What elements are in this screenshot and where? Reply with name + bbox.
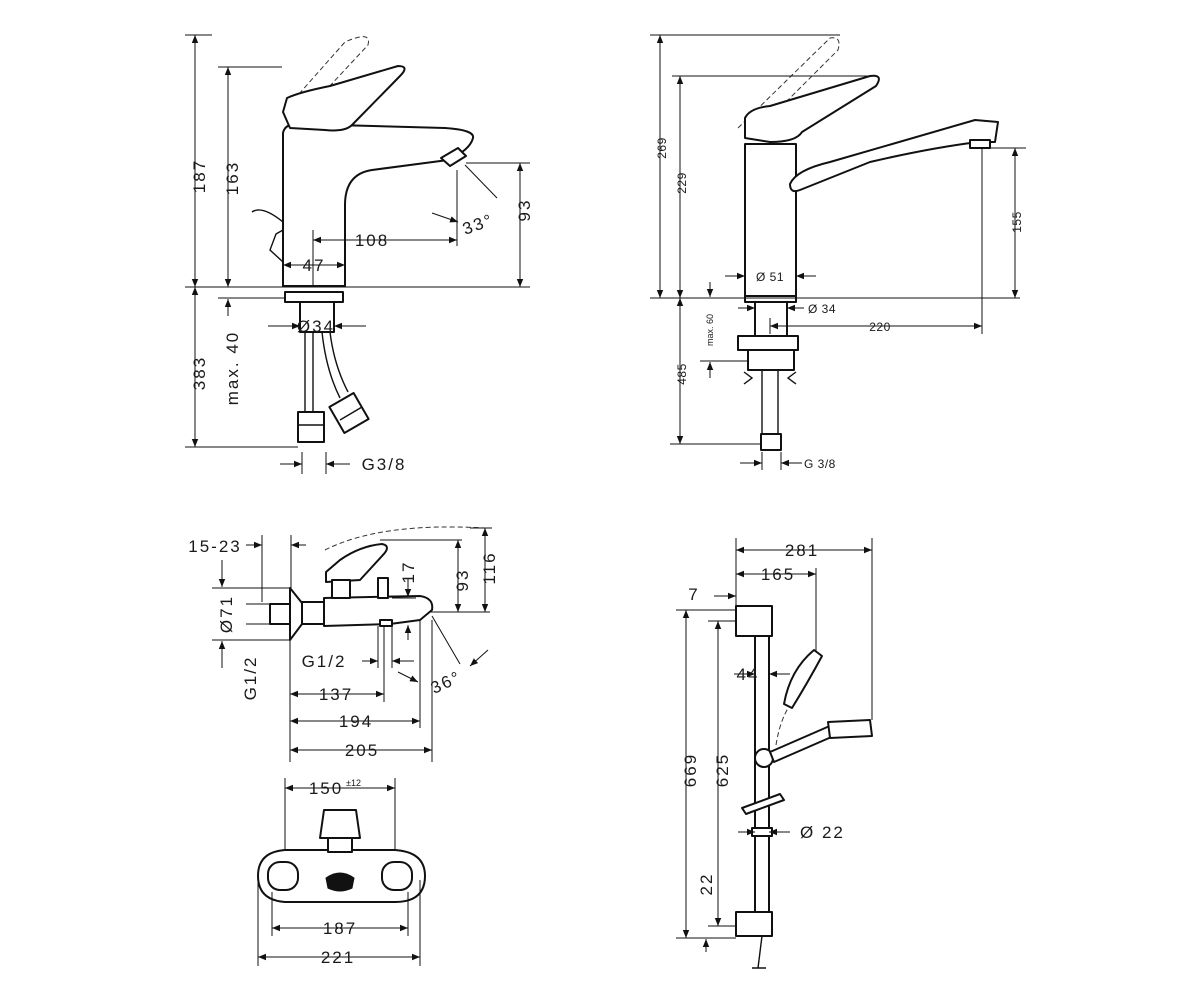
kitchen-label-155: 155	[1010, 211, 1024, 233]
bath-mixer-front-drawing: 150 ±12 187 221	[257, 778, 426, 967]
bath-wall-connection	[269, 603, 291, 625]
basin-base-ring	[284, 291, 344, 303]
basin-hose-nut-left	[297, 411, 325, 443]
shower-label-7: 7	[688, 585, 699, 604]
shower-wall-bracket-bottom	[735, 911, 773, 937]
basin-shank	[299, 301, 335, 333]
shower-wall-bracket-top	[735, 605, 773, 637]
basin-mixer-drawing: 187 163 93 33° 108 47 Ø34 383 max. 40 G3…	[185, 34, 534, 474]
basin-hose-left	[304, 332, 314, 412]
bath-label-194: 194	[339, 712, 373, 731]
kitchen-label-269: 269	[655, 137, 669, 159]
basin-label-max-40: max. 40	[223, 331, 242, 405]
basin-label-383: 383	[190, 356, 209, 390]
basin-popup-rod	[251, 209, 284, 263]
basin-label-angle: 33°	[460, 210, 496, 239]
basin-hose-right	[321, 331, 349, 399]
kitchen-mixer-drawing: 269 229 155 Ø 51 Ø 34 220 max. 60 485 G …	[650, 34, 1026, 471]
bath-label-17: 17	[399, 561, 418, 584]
bath-front-eccentric-left	[267, 861, 299, 891]
shower-label-625: 625	[713, 753, 732, 787]
kitchen-spout	[789, 119, 999, 193]
basin-lever	[282, 65, 406, 132]
basin-lever-alt-position	[282, 36, 370, 119]
shower-soap-dish	[741, 793, 785, 815]
shower-handset-alt-arm	[775, 704, 791, 746]
shower-handset-arm	[769, 724, 837, 763]
basin-label-thread: G3/8	[362, 455, 407, 474]
shower-label-281: 281	[785, 541, 819, 560]
basin-aerator	[440, 147, 467, 167]
kitchen-label-dia-34: Ø 34	[808, 302, 836, 316]
bath-front-spout	[325, 872, 355, 892]
basin-label-163: 163	[223, 161, 242, 195]
bath-label-150-tolerance: ±12	[346, 778, 361, 788]
kitchen-label-max-60: max. 60	[705, 314, 715, 346]
kitchen-fixing-nut	[747, 349, 795, 371]
bath-lever	[325, 543, 388, 583]
shower-label-669: 669	[681, 753, 700, 787]
bath-label-137: 137	[319, 685, 353, 704]
kitchen-label-229: 229	[675, 172, 689, 194]
bath-label-187: 187	[323, 919, 357, 938]
basin-label-dia-34: Ø34	[297, 317, 335, 336]
kitchen-label-220: 220	[869, 320, 891, 334]
bath-front-eccentric-right	[381, 861, 413, 891]
kitchen-label-485: 485	[675, 363, 689, 385]
kitchen-fixing-bolts	[743, 370, 797, 434]
shower-label-44: 44	[737, 665, 760, 684]
shower-label-dia-22: Ø 22	[800, 823, 845, 842]
bath-escutcheon	[289, 587, 303, 641]
bath-label-g12-vertical: G1/2	[241, 656, 260, 701]
bath-label-15-23: 15-23	[188, 537, 241, 556]
bath-label-205: 205	[345, 741, 379, 760]
kitchen-hose-nut	[760, 433, 782, 451]
bath-label-angle: 36°	[428, 667, 465, 698]
basin-label-187: 187	[190, 159, 209, 193]
kitchen-lever	[744, 74, 880, 143]
shower-label-22: 22	[697, 873, 716, 896]
kitchen-label-dia-51: Ø 51	[756, 270, 784, 284]
bath-label-150: 150	[309, 779, 343, 798]
basin-label-108: 108	[355, 231, 389, 250]
kitchen-fixing-plate	[737, 335, 799, 351]
kitchen-lever-alt-position	[737, 37, 840, 137]
basin-hose-nut-right	[328, 392, 370, 434]
bath-label-221: 221	[321, 948, 355, 967]
kitchen-shank	[754, 301, 788, 337]
kitchen-body	[744, 143, 797, 297]
bath-diverter	[377, 577, 389, 599]
bath-body	[301, 601, 325, 625]
bath-mixer-side-drawing: 15-23 Ø71 G1/2 17 93 116 G1/2 36° 137 19…	[188, 526, 499, 762]
basin-label-93: 93	[515, 199, 534, 222]
bath-lever-alt-position	[324, 526, 486, 551]
bath-label-93: 93	[453, 569, 472, 592]
bath-label-g12-horizontal: G1/2	[302, 652, 347, 671]
bath-outlet	[379, 619, 393, 627]
bath-cartridge	[331, 579, 351, 599]
kitchen-label-thread: G 3/8	[804, 457, 836, 471]
bath-front-lever	[319, 809, 361, 839]
shower-handset-alt-head	[783, 649, 823, 709]
shower-hose	[752, 935, 766, 969]
basin-label-47: 47	[303, 256, 326, 275]
bath-label-116: 116	[480, 551, 499, 584]
bath-spout	[323, 595, 434, 627]
shower-label-165: 165	[761, 565, 795, 584]
kitchen-aerator	[969, 139, 991, 149]
shower-set-drawing: 281 165 7 44 669 625 Ø 22 22	[676, 538, 873, 969]
bath-label-dia-71: Ø71	[217, 595, 236, 633]
shower-handset-head	[827, 719, 873, 739]
